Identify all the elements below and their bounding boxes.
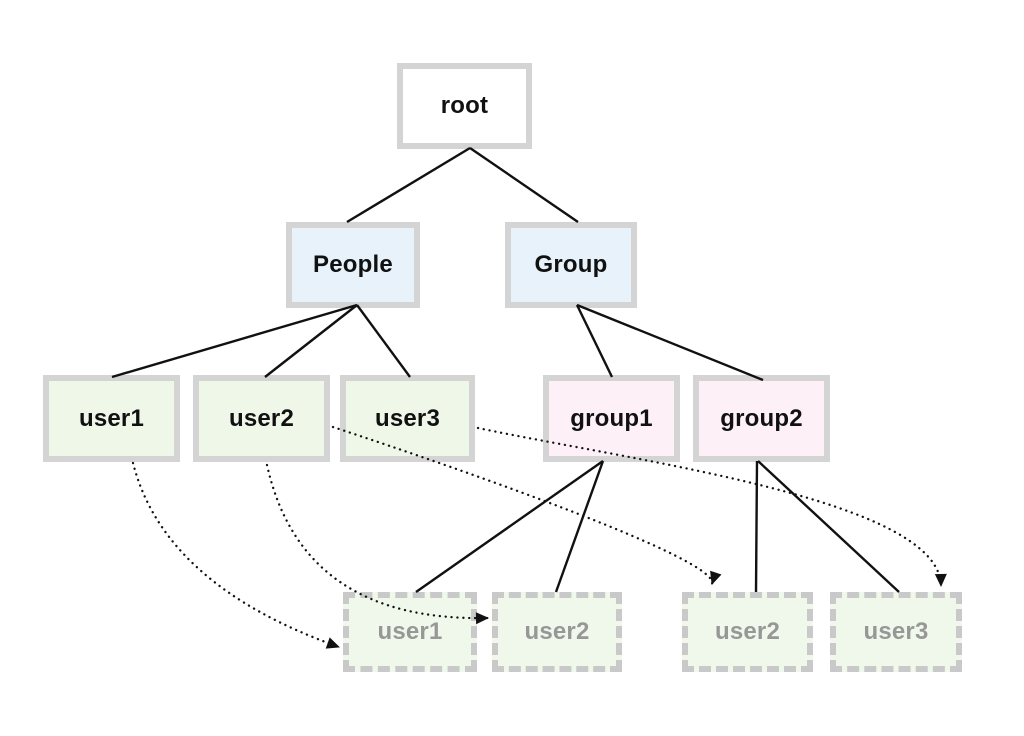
edge-group1-user1ref [415, 460, 604, 593]
edge-people-user3 [356, 304, 411, 378]
node-user2-reference-group2-label: user2 [714, 618, 781, 645]
node-people-label: People [313, 251, 393, 278]
edge-group1-user2ref [554, 460, 605, 593]
edge-people-user1 [111, 303, 358, 379]
node-user2-reference-group2: user2 [682, 592, 813, 672]
node-group1-label: group1 [570, 404, 653, 432]
node-user2-reference-group1-label: user2 [524, 618, 590, 645]
edge-group-group2 [576, 303, 764, 382]
edge-root-people [346, 146, 471, 224]
node-root: root [397, 63, 532, 149]
edge-root-group [469, 147, 579, 223]
node-group: Group [505, 222, 637, 308]
edge-group-group1 [575, 304, 614, 378]
node-user1-reference: user1 [343, 592, 477, 672]
node-user2-label: user2 [228, 404, 295, 432]
node-group-label: Group [534, 251, 608, 278]
node-user2: user2 [193, 375, 330, 462]
node-user2-reference-group1: user2 [492, 592, 622, 672]
hierarchy-edges [111, 146, 900, 593]
node-root-label: root [440, 92, 489, 119]
edge-people-user2 [264, 304, 358, 378]
node-group2: group2 [693, 375, 830, 462]
node-group1: group1 [543, 375, 680, 462]
ref-edge-user1-to-user1ref [131, 461, 341, 649]
edge-group2-user3ref [757, 460, 900, 593]
edge-group2-user2ref [754, 460, 759, 593]
node-user3: user3 [340, 375, 475, 462]
node-user3-reference-label: user3 [863, 618, 929, 645]
node-people: People [286, 222, 420, 308]
node-user3-label: user3 [374, 404, 441, 432]
node-user3-reference: user3 [830, 592, 962, 672]
node-user1-label: user1 [78, 404, 145, 432]
node-group2-label: group2 [720, 404, 803, 432]
node-user1-reference-label: user1 [377, 618, 443, 645]
node-user1: user1 [43, 375, 180, 462]
